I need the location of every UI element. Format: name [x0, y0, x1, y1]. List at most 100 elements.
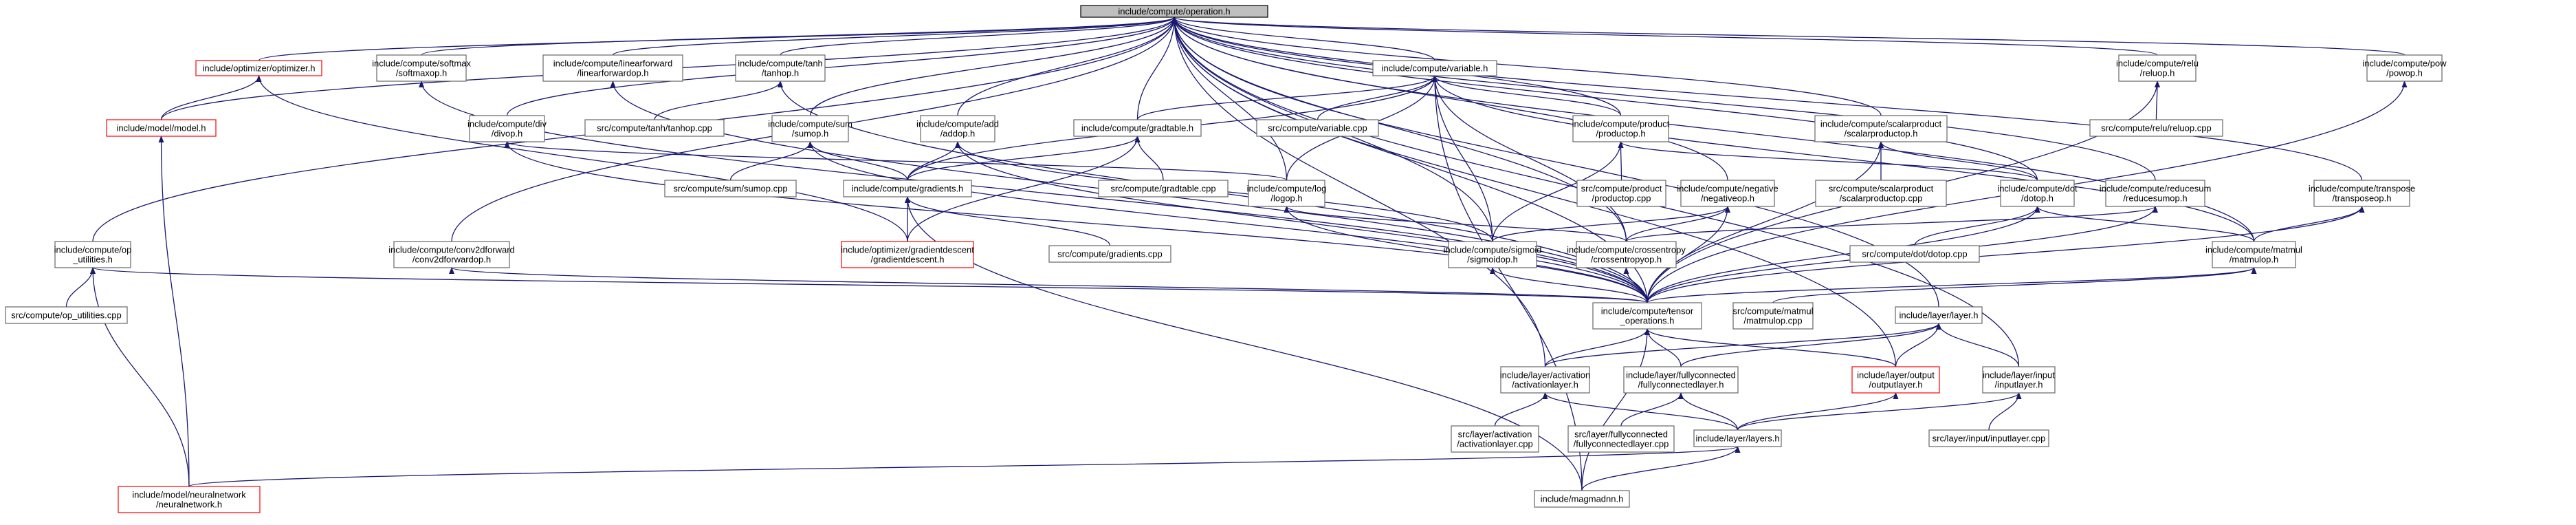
node-box	[1572, 115, 1669, 142]
node-label-line: /gradientdescent.h	[871, 255, 945, 265]
node-inputcpp[interactable]: src/layer/input/inputlayer.cpp	[1928, 429, 2049, 447]
edge-n_magmadnn-to-n_variable	[1432, 75, 1583, 491]
node-fccpp[interactable]: src/layer/fullyconnected/fullyconnectedl…	[1567, 425, 1675, 453]
node-relu[interactable]: include/compute/relu/reluop.h	[2116, 54, 2199, 82]
node-model[interactable]: include/model/model.h	[106, 119, 217, 137]
edge-n_gradtable-to-n_op	[1136, 17, 1177, 120]
node-dotcpp[interactable]: src/compute/dot/dotop.cpp	[1849, 245, 1980, 263]
node-pow[interactable]: include/compute/pow/powop.h	[2362, 54, 2447, 82]
edge-n_matmul-to-n_variable	[1432, 75, 2255, 242]
node-box	[5, 306, 128, 324]
edge-n_gradtablecpp-to-n_gradtable	[1134, 136, 1164, 181]
edge-n_matmul-to-n_transpose	[2253, 206, 2365, 242]
node-crossentropy[interactable]: include/compute/crossentropy/crossentrop…	[1567, 241, 1686, 268]
node-label-line: include/layer/activation	[1500, 370, 1591, 381]
node-graddescent[interactable]: include/optimizer/gradientdescent/gradie…	[841, 241, 974, 268]
edge-n_tensorops-to-n_dot	[1647, 206, 2040, 303]
node-gradients[interactable]: include/compute/gradients.h	[843, 180, 972, 197]
edge-n_output-to-n_op	[1171, 17, 1897, 367]
node-box	[1814, 115, 1948, 142]
node-label-line: _operations.h	[1620, 316, 1675, 326]
edge-n_sum-to-n_op	[809, 17, 1177, 116]
node-gradtablecpp[interactable]: src/compute/gradtable.cpp	[1098, 180, 1229, 197]
node-oputil[interactable]: include/compute/op_utilities.h	[54, 241, 132, 268]
node-matmulcpp[interactable]: src/compute/matmul/matmulop.cpp	[1732, 302, 1814, 330]
node-fc[interactable]: include/layer/fullyconnected/fullyconnec…	[1623, 366, 1739, 394]
node-box	[1567, 425, 1675, 453]
node-productcpp[interactable]: src/compute/product/productop.cpp	[1576, 180, 1666, 207]
node-conv2d[interactable]: include/compute/conv2dforward/conv2dforw…	[388, 241, 515, 268]
node-label-line: /sigmoidop.h	[1467, 255, 1518, 265]
node-label-line: include/magmadnn.h	[1541, 494, 1624, 504]
node-layer[interactable]: include/layer/layer.h	[1895, 306, 1983, 324]
node-optimizer[interactable]: include/optimizer/optimizer.h	[195, 60, 322, 76]
node-softmax[interactable]: include/compute/softmax/softmaxop.h	[372, 54, 471, 82]
node-variablecpp[interactable]: src/compute/variable.cpp	[1256, 119, 1379, 137]
edge-n_input-to-n_layer	[1936, 323, 2020, 367]
node-op[interactable]: include/compute/operation.h	[1080, 5, 1268, 18]
node-linearforward[interactable]: include/compute/linearforward/linearforw…	[542, 54, 683, 82]
node-label-line: include/compute/sigmoid	[1443, 245, 1541, 255]
node-label-line: /reducesumop.h	[2123, 193, 2187, 204]
node-log[interactable]: include/compute/log/logop.h	[1247, 180, 1327, 207]
node-label-line: include/compute/transpose	[2309, 184, 2415, 194]
node-div[interactable]: include/compute/div/divop.h	[467, 115, 547, 142]
node-label-line: include/compute/pow	[2362, 58, 2447, 69]
node-label-line: include/model/neuralnetwork	[132, 490, 246, 500]
node-label-line: src/layer/fullyconnected	[1574, 429, 1668, 440]
node-scalarproductcpp[interactable]: src/compute/scalarproduct/scalarproducto…	[1815, 180, 1947, 207]
node-label-line: /scalarproductop.h	[1845, 129, 1918, 139]
node-sumcpp[interactable]: src/compute/sum/sumop.cpp	[664, 180, 797, 197]
node-label-line: /matmulop.h	[2230, 255, 2279, 265]
node-box	[106, 119, 217, 137]
node-label-line: src/layer/input/inputlayer.cpp	[1933, 433, 2046, 444]
node-activation[interactable]: include/layer/activation/activationlayer…	[1500, 366, 1591, 394]
node-relucpp[interactable]: src/compute/relu/reluop.cpp	[2089, 119, 2223, 137]
node-box	[584, 119, 725, 137]
node-scalarproduct[interactable]: include/compute/scalarproduct/scalarprod…	[1814, 115, 1948, 142]
node-label-line: include/model/model.h	[116, 123, 206, 133]
node-output[interactable]: include/layer/output/outputlayer.h	[1851, 366, 1940, 394]
node-tanhcpp[interactable]: src/compute/tanh/tanhop.cpp	[584, 119, 725, 137]
node-label-line: src/compute/gradtable.cpp	[1110, 184, 1215, 194]
node-variable[interactable]: include/compute/variable.h	[1372, 60, 1497, 76]
node-box	[1982, 366, 2056, 394]
node-box	[2366, 54, 2443, 82]
node-oputilcpp[interactable]: src/compute/op_utilities.cpp	[5, 306, 128, 324]
node-label-line: include/compute/conv2dforward	[388, 245, 515, 255]
node-tanh[interactable]: include/compute/tanh/tanhop.h	[735, 54, 826, 82]
node-tensorops[interactable]: include/compute/tensor_operations.h	[1592, 302, 1702, 330]
node-label-line: include/optimizer/optimizer.h	[202, 63, 315, 74]
node-label-line: _utilities.h	[72, 255, 113, 265]
edge-n_fc-to-n_layer	[1680, 323, 1941, 367]
node-label-line: /linearforwardop.h	[577, 68, 648, 78]
node-layers[interactable]: include/layer/layers.h	[1693, 429, 1782, 447]
node-activationcpp[interactable]: src/layer/activation/activationlayer.cpp	[1451, 425, 1539, 453]
node-box	[2105, 180, 2205, 207]
edge-n_productcpp-to-n_product	[1618, 141, 1624, 181]
node-label-line: include/compute/sum	[768, 119, 852, 129]
node-neuralnet[interactable]: include/model/neuralnetwork/neuralnetwor…	[118, 486, 261, 513]
edge-n_tensorops-to-n_scalarproduct	[1647, 141, 1884, 303]
node-reducesum[interactable]: include/compute/reducesum/reducesumop.h	[2100, 180, 2212, 207]
edge-n_tensorops-to-n_div	[504, 141, 1648, 303]
node-label-line: include/compute/scalarproduct	[1820, 119, 1942, 129]
node-negative[interactable]: include/compute/negative/negativeop.h	[1677, 180, 1779, 207]
node-add[interactable]: include/compute/add/addop.h	[916, 115, 999, 142]
node-label-line: include/compute/gradients.h	[852, 184, 964, 194]
node-dot[interactable]: include/compute/dot/dotop.h	[1997, 180, 2078, 207]
node-box	[771, 115, 849, 142]
node-transpose[interactable]: include/compute/transpose/transposeop.h	[2309, 180, 2415, 207]
node-gradtable[interactable]: include/compute/gradtable.h	[1073, 119, 1202, 137]
edge-n_layers-to-n_input	[1737, 392, 2022, 431]
node-gradientscpp[interactable]: src/compute/gradients.cpp	[1048, 245, 1171, 263]
edge-n_output-to-n_layer	[1895, 323, 1941, 367]
node-box	[1248, 180, 1325, 207]
node-sigmoid[interactable]: include/compute/sigmoid/sigmoidop.h	[1443, 241, 1542, 268]
node-input[interactable]: include/layer/input/inputlayer.h	[1982, 366, 2056, 394]
node-sum[interactable]: include/compute/sum/sumop.h	[768, 115, 852, 142]
node-matmul[interactable]: include/compute/matmul/matmulop.h	[2205, 241, 2302, 268]
node-magmadnn[interactable]: include/magmadnn.h	[1534, 490, 1630, 508]
edge-n_div-to-n_op	[506, 17, 1177, 116]
node-product[interactable]: include/compute/product/productop.h	[1572, 115, 1670, 142]
